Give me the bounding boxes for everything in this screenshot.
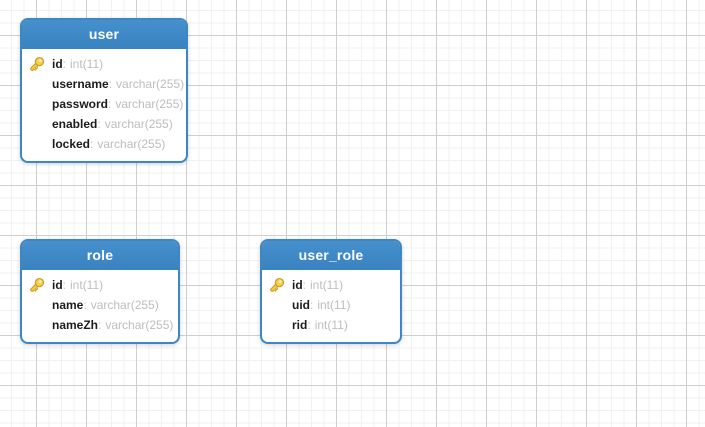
field-colon: : [62, 57, 67, 71]
primary-key-icon [29, 56, 45, 72]
field-colon: : [83, 298, 87, 312]
table-role[interactable]: role id:int(11) name:varchar(255) [20, 239, 180, 344]
primary-key-icon [269, 277, 285, 293]
field-colon: : [90, 137, 94, 151]
table-user-role-header[interactable]: user_role [262, 241, 400, 270]
field-row-userrole-id[interactable]: id:int(11) [262, 275, 400, 295]
field-type: int(11) [317, 298, 351, 312]
field-row-userrole-uid[interactable]: uid:int(11) [262, 295, 400, 315]
field-name: id [52, 57, 63, 71]
field-row-userrole-rid[interactable]: rid:int(11) [262, 315, 400, 335]
field-colon: : [98, 318, 102, 332]
field-colon: : [310, 298, 314, 312]
table-user-body: id:int(11) username:varchar(255) passwor… [22, 49, 186, 161]
table-user-role[interactable]: user_role id:int(11) uid:int(11) [260, 239, 402, 344]
field-name: id [292, 278, 303, 292]
field-colon: : [97, 117, 101, 131]
field-type: int(11) [70, 278, 104, 292]
field-colon: : [108, 97, 112, 111]
field-name: password [52, 97, 109, 111]
field-row-role-id[interactable]: id:int(11) [22, 275, 178, 295]
primary-key-icon [29, 277, 45, 293]
field-row-role-namezh[interactable]: nameZh:varchar(255) [22, 315, 178, 335]
table-role-title: role [86, 247, 114, 263]
field-row-user-locked[interactable]: locked:varchar(255) [22, 134, 186, 154]
field-row-user-password[interactable]: password:varchar(255) [22, 94, 186, 114]
field-name: rid [292, 318, 308, 332]
field-row-user-id[interactable]: id:int(11) [22, 54, 186, 74]
field-type: int(11) [310, 278, 344, 292]
field-type: int(11) [70, 57, 104, 71]
table-user-role-title: user_role [298, 247, 364, 263]
field-name: nameZh [52, 318, 99, 332]
field-name: username [52, 77, 109, 91]
field-colon: : [62, 278, 67, 292]
field-row-role-name[interactable]: name:varchar(255) [22, 295, 178, 315]
field-name: name [52, 298, 84, 312]
field-row-user-username[interactable]: username:varchar(255) [22, 74, 186, 94]
table-user-title: user [88, 26, 120, 42]
field-type: varchar(255) [97, 137, 166, 151]
field-colon: : [302, 278, 307, 292]
table-role-body: id:int(11) name:varchar(255) nameZh:varc… [22, 270, 178, 342]
table-user-header[interactable]: user [22, 20, 186, 49]
field-type: varchar(255) [104, 117, 173, 131]
field-type: varchar(255) [116, 77, 185, 91]
field-name: id [52, 278, 63, 292]
field-type: varchar(255) [90, 298, 159, 312]
field-name: uid [292, 298, 310, 312]
field-name: enabled [52, 117, 98, 131]
table-user[interactable]: user id:int(11) username:varchar(25 [20, 18, 188, 163]
field-row-user-enabled[interactable]: enabled:varchar(255) [22, 114, 186, 134]
field-type: varchar(255) [115, 97, 184, 111]
field-colon: : [108, 77, 113, 91]
field-colon: : [307, 318, 311, 332]
field-name: locked [52, 137, 91, 151]
field-type: varchar(255) [105, 318, 174, 332]
table-role-header[interactable]: role [22, 241, 178, 270]
table-user-role-body: id:int(11) uid:int(11) rid:int(11) [262, 270, 400, 342]
field-type: int(11) [314, 318, 348, 332]
